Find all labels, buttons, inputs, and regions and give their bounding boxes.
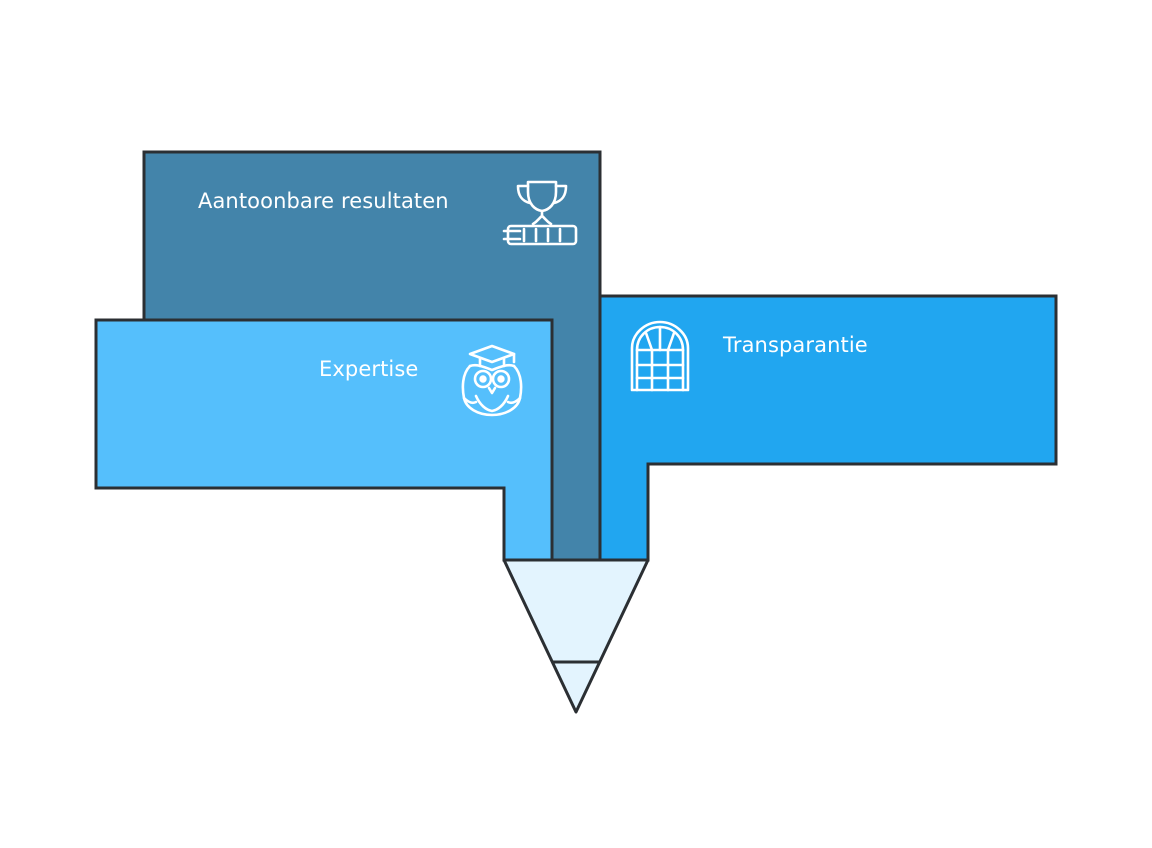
block-results-label: Aantoonbare resultaten <box>198 189 449 213</box>
trophy-icon <box>502 180 578 246</box>
pencil-tip <box>502 558 650 714</box>
block-expertise-label: Expertise <box>319 357 419 381</box>
block-transparency-label: Transparantie <box>723 333 868 357</box>
graduate-owl-icon <box>461 344 523 417</box>
arched-window-icon <box>630 320 690 392</box>
